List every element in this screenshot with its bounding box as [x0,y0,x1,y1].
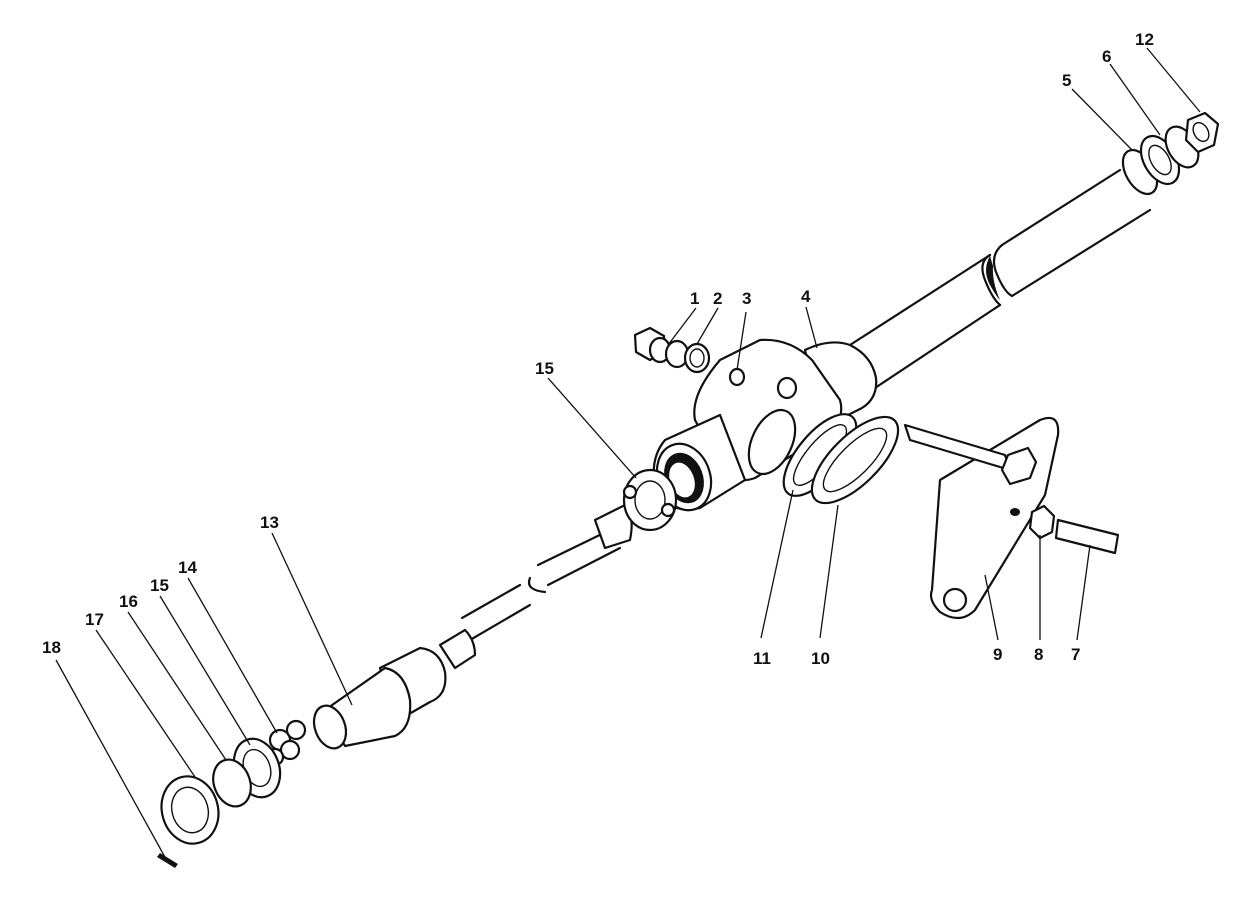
callout-12: 12 [1135,30,1154,49]
callout-8: 8 [1034,645,1043,664]
callout-5: 5 [1062,71,1071,90]
callout-15-upper: 15 [535,359,554,378]
callout-11: 11 [753,649,771,668]
leader-lines [55,47,1201,860]
callout-10: 10 [811,649,830,668]
callout-18: 18 [42,638,61,657]
callout-4: 4 [801,287,811,306]
lower-bearing [212,719,307,808]
upper-shaft-bearing [622,468,678,532]
callout-labels: 1 2 3 4 5 6 12 15 13 14 15 16 17 18 11 1… [42,30,1154,668]
callout-9: 9 [993,645,1002,664]
callout-7: 7 [1071,645,1080,664]
worm-shaft [312,503,633,750]
callout-2: 2 [713,289,722,308]
callout-15-lower: 15 [150,576,169,595]
pitman-arm-plate [903,416,1060,620]
top-nut-and-washer [633,326,711,374]
upper-bearing-assembly [1121,111,1220,196]
callout-13: 13 [260,513,279,532]
retainer-rings [782,413,900,505]
steering-tube [848,168,1152,390]
adjuster-bolt [1028,504,1120,555]
callout-1: 1 [690,289,699,308]
callout-16: 16 [119,592,138,611]
callout-3: 3 [742,289,751,308]
callout-6: 6 [1102,47,1111,66]
callout-14: 14 [178,558,197,577]
end-plug [157,775,220,868]
callout-17: 17 [85,610,104,629]
